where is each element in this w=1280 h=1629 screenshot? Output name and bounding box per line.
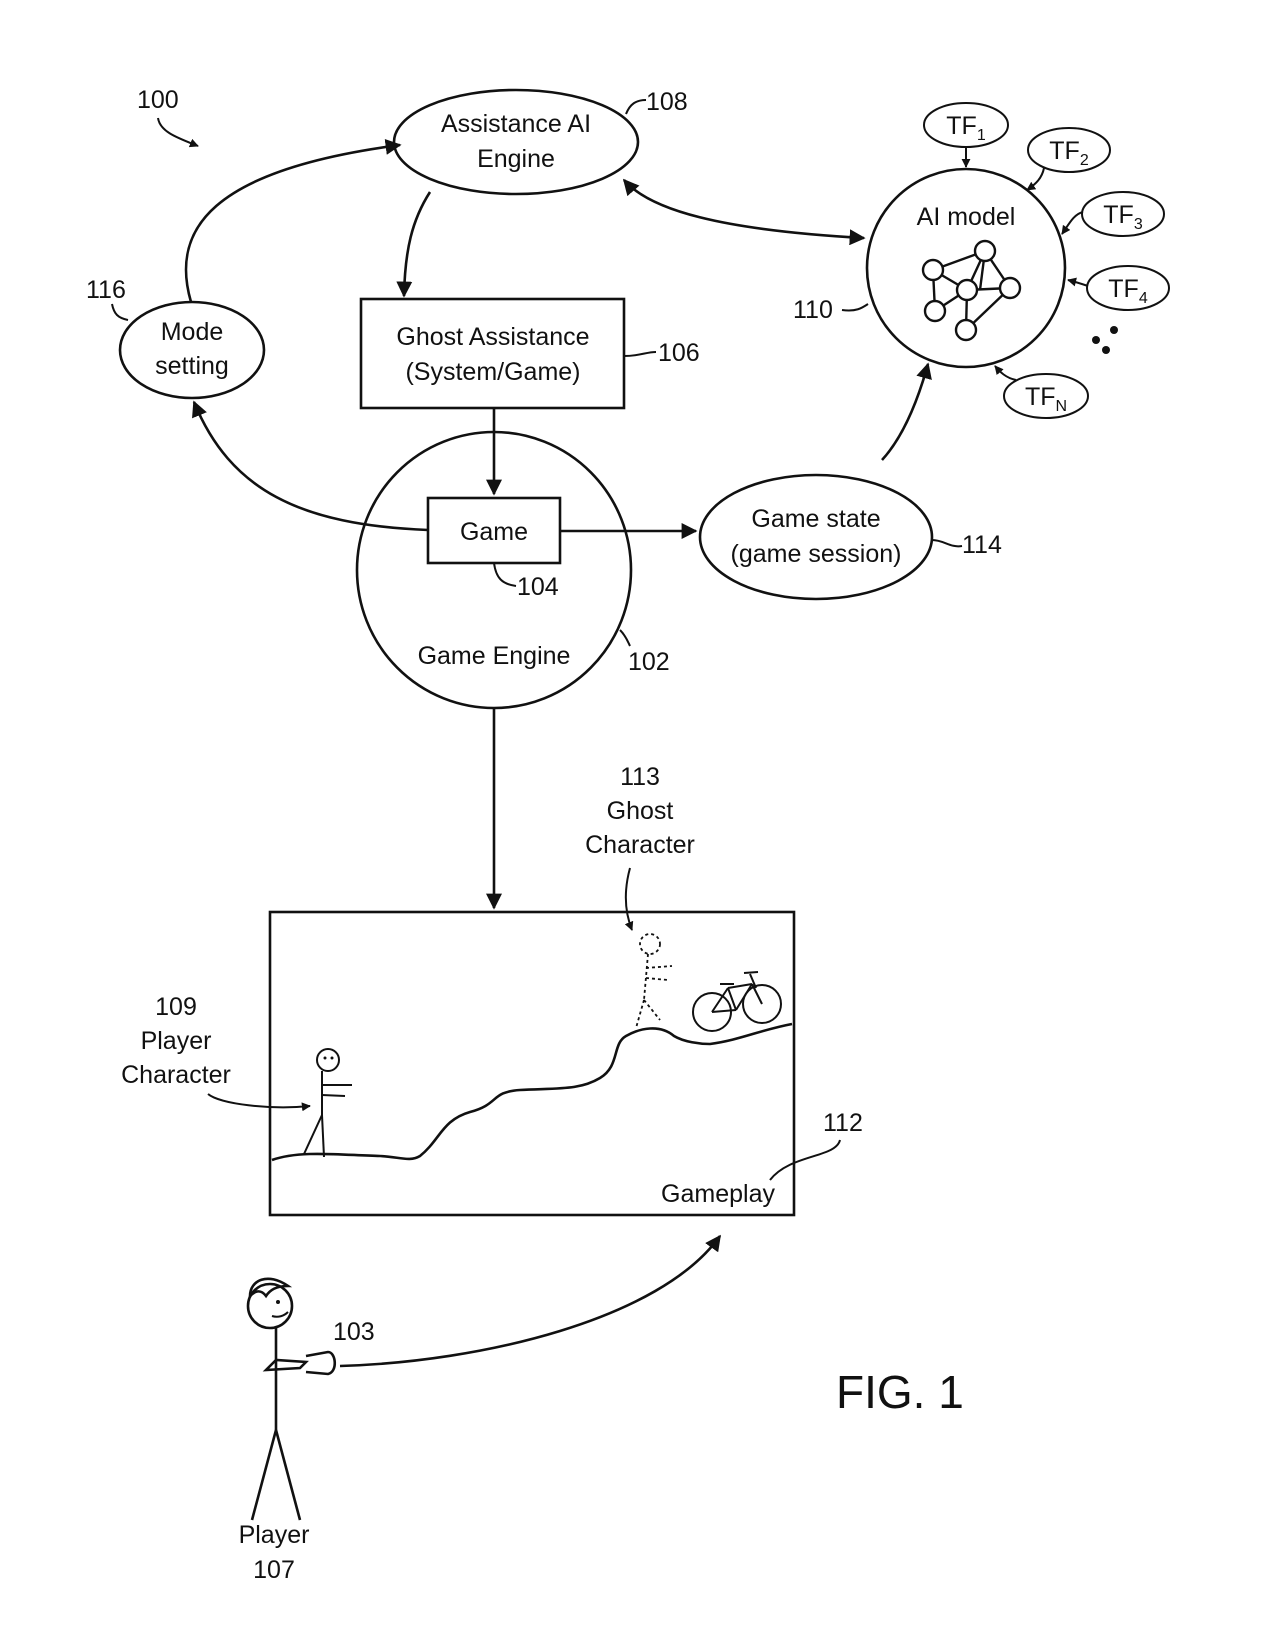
figure-ref-arrow (158, 118, 198, 146)
tf2-base: TF (1049, 137, 1080, 165)
figure-ref-label: 100 (137, 86, 179, 114)
ghost-character-figure (636, 934, 672, 1028)
tf3-base: TF (1103, 201, 1134, 229)
ai-model: AI model (867, 169, 1065, 367)
player-character-ref: 109 (155, 993, 197, 1021)
game-leader (494, 563, 516, 586)
ellipsis-dots (1092, 326, 1118, 354)
game-ref: 104 (517, 573, 559, 601)
player-figure (248, 1279, 335, 1520)
gameplay-ref: 112 (823, 1109, 863, 1137)
training-factor-1: TF1 (924, 103, 1008, 167)
svg-text:TFN: TFN (1025, 383, 1067, 415)
svg-text:TF3: TF3 (1103, 201, 1143, 233)
figure-label: FIG. 1 (836, 1366, 964, 1418)
ghost-assistance-line1: Ghost Assistance (396, 323, 589, 351)
assistance-engine-line2: Engine (477, 145, 555, 173)
game-state-line1: Game state (751, 505, 880, 533)
player-ref: 107 (253, 1556, 295, 1584)
ghost-assistance-box: Ghost Assistance (System/Game) (361, 299, 624, 408)
game-state: Game state (game session) (700, 475, 932, 599)
game-engine-label: Game Engine (418, 642, 571, 670)
mode-setting-leader (112, 304, 128, 320)
tf1-sub: 1 (977, 127, 986, 144)
assistance-engine-leader (626, 100, 646, 114)
assistance-ai-engine: Assistance AI Engine (394, 90, 638, 194)
ghost-assistance-ref: 106 (658, 339, 700, 367)
player-character-line1: Player (141, 1027, 212, 1055)
tf2-sub: 2 (1080, 152, 1089, 169)
tfn-sub: N (1055, 398, 1067, 415)
game-to-mode-arrow (194, 402, 428, 530)
ghost-character-ref: 113 (620, 763, 660, 791)
mode-setting-ref: 116 (86, 276, 126, 304)
mode-setting-line1: Mode (161, 318, 224, 346)
player-character-figure (304, 1049, 352, 1157)
game-state-leader (932, 540, 962, 546)
game-engine-ref: 102 (628, 648, 670, 676)
gameplay-screen: Gameplay (270, 912, 794, 1215)
training-factor-4: TF4 (1068, 266, 1169, 310)
training-factor-3: TF3 (1062, 192, 1164, 236)
bicycle-icon (693, 972, 781, 1031)
ai-model-leader (842, 304, 868, 311)
engine-model-arrow (624, 180, 864, 238)
game-engine-leader (620, 630, 630, 646)
ghost-character-line1: Ghost (607, 797, 674, 825)
ghost-assistance-leader (624, 352, 656, 356)
state-to-model-arrow (882, 364, 928, 460)
mode-to-engine-arrow (186, 145, 400, 302)
engine-to-ghost-arrow (404, 192, 430, 296)
player-character-pointer (208, 1094, 310, 1107)
ghost-character-pointer (626, 868, 632, 930)
neural-network-icon (923, 241, 1020, 340)
tf3-sub: 3 (1134, 216, 1143, 233)
assistance-engine-line1: Assistance AI (441, 110, 591, 138)
tf4-sub: 4 (1139, 290, 1148, 307)
player-character-line2: Character (121, 1061, 231, 1089)
ghost-assistance-line2: (System/Game) (405, 358, 580, 386)
svg-text:TF2: TF2 (1049, 137, 1089, 169)
game-label: Game (460, 518, 528, 546)
gameplay-label: Gameplay (661, 1180, 775, 1208)
tf4-base: TF (1108, 275, 1139, 303)
tf1-base: TF (946, 112, 977, 140)
game-box: Game (428, 498, 560, 563)
svg-text:TF1: TF1 (946, 112, 986, 144)
mode-setting-line2: setting (155, 352, 229, 380)
gameplay-leader (770, 1140, 840, 1180)
player-label: Player (239, 1521, 310, 1549)
mode-setting: Mode setting (120, 302, 264, 398)
controller-ref: 103 (333, 1318, 375, 1346)
training-factor-n: TFN (995, 366, 1088, 418)
ai-model-label: AI model (917, 203, 1016, 231)
ghost-character-line2: Character (585, 831, 695, 859)
training-factor-2: TF2 (1027, 128, 1110, 190)
terrain-line (272, 1024, 792, 1160)
svg-text:TF4: TF4 (1108, 275, 1148, 307)
controller-to-gameplay-arrow (340, 1236, 720, 1366)
tfn-base: TF (1025, 383, 1056, 411)
game-state-line2: (game session) (731, 540, 902, 568)
assistance-engine-ref: 108 (646, 88, 688, 116)
ai-model-ref: 110 (793, 296, 833, 324)
game-state-ref: 114 (962, 531, 1002, 559)
